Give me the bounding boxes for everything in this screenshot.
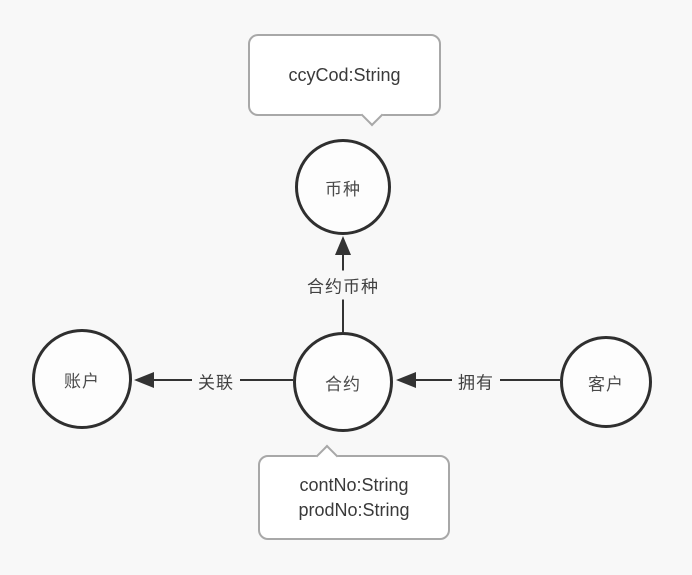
tooltip-contract-text-line2: prodNo:String xyxy=(298,499,410,520)
node-account-label: 账户 xyxy=(64,371,100,391)
node-account[interactable]: 账户 xyxy=(32,329,132,429)
tooltip-pointer-up-icon xyxy=(315,444,339,468)
tooltip-currency: ccyCod:String xyxy=(248,34,441,127)
arrowhead-up-icon xyxy=(335,236,351,255)
node-currency[interactable]: 币种 xyxy=(295,139,391,235)
tooltip-contract-text-line1: contNo:String xyxy=(299,474,409,495)
arrowhead-left-contract-icon xyxy=(396,372,416,388)
node-currency-label: 币种 xyxy=(325,179,361,199)
edge-label-customer-contract: 拥有 xyxy=(452,366,500,396)
edge-label-contract-account: 关联 xyxy=(192,366,240,396)
node-customer-label: 客户 xyxy=(588,374,624,394)
tooltip-pointer-down-icon xyxy=(360,103,384,127)
node-contract[interactable]: 合约 xyxy=(293,332,393,432)
node-contract-label: 合约 xyxy=(325,374,361,394)
tooltip-contract: contNo:String prodNo:String xyxy=(258,444,450,540)
arrowhead-left-account-icon xyxy=(134,372,154,388)
tooltip-currency-text: ccyCod:String xyxy=(288,64,401,85)
edge-label-contract-currency: 合约币种 xyxy=(301,270,385,300)
node-customer[interactable]: 客户 xyxy=(560,336,652,428)
